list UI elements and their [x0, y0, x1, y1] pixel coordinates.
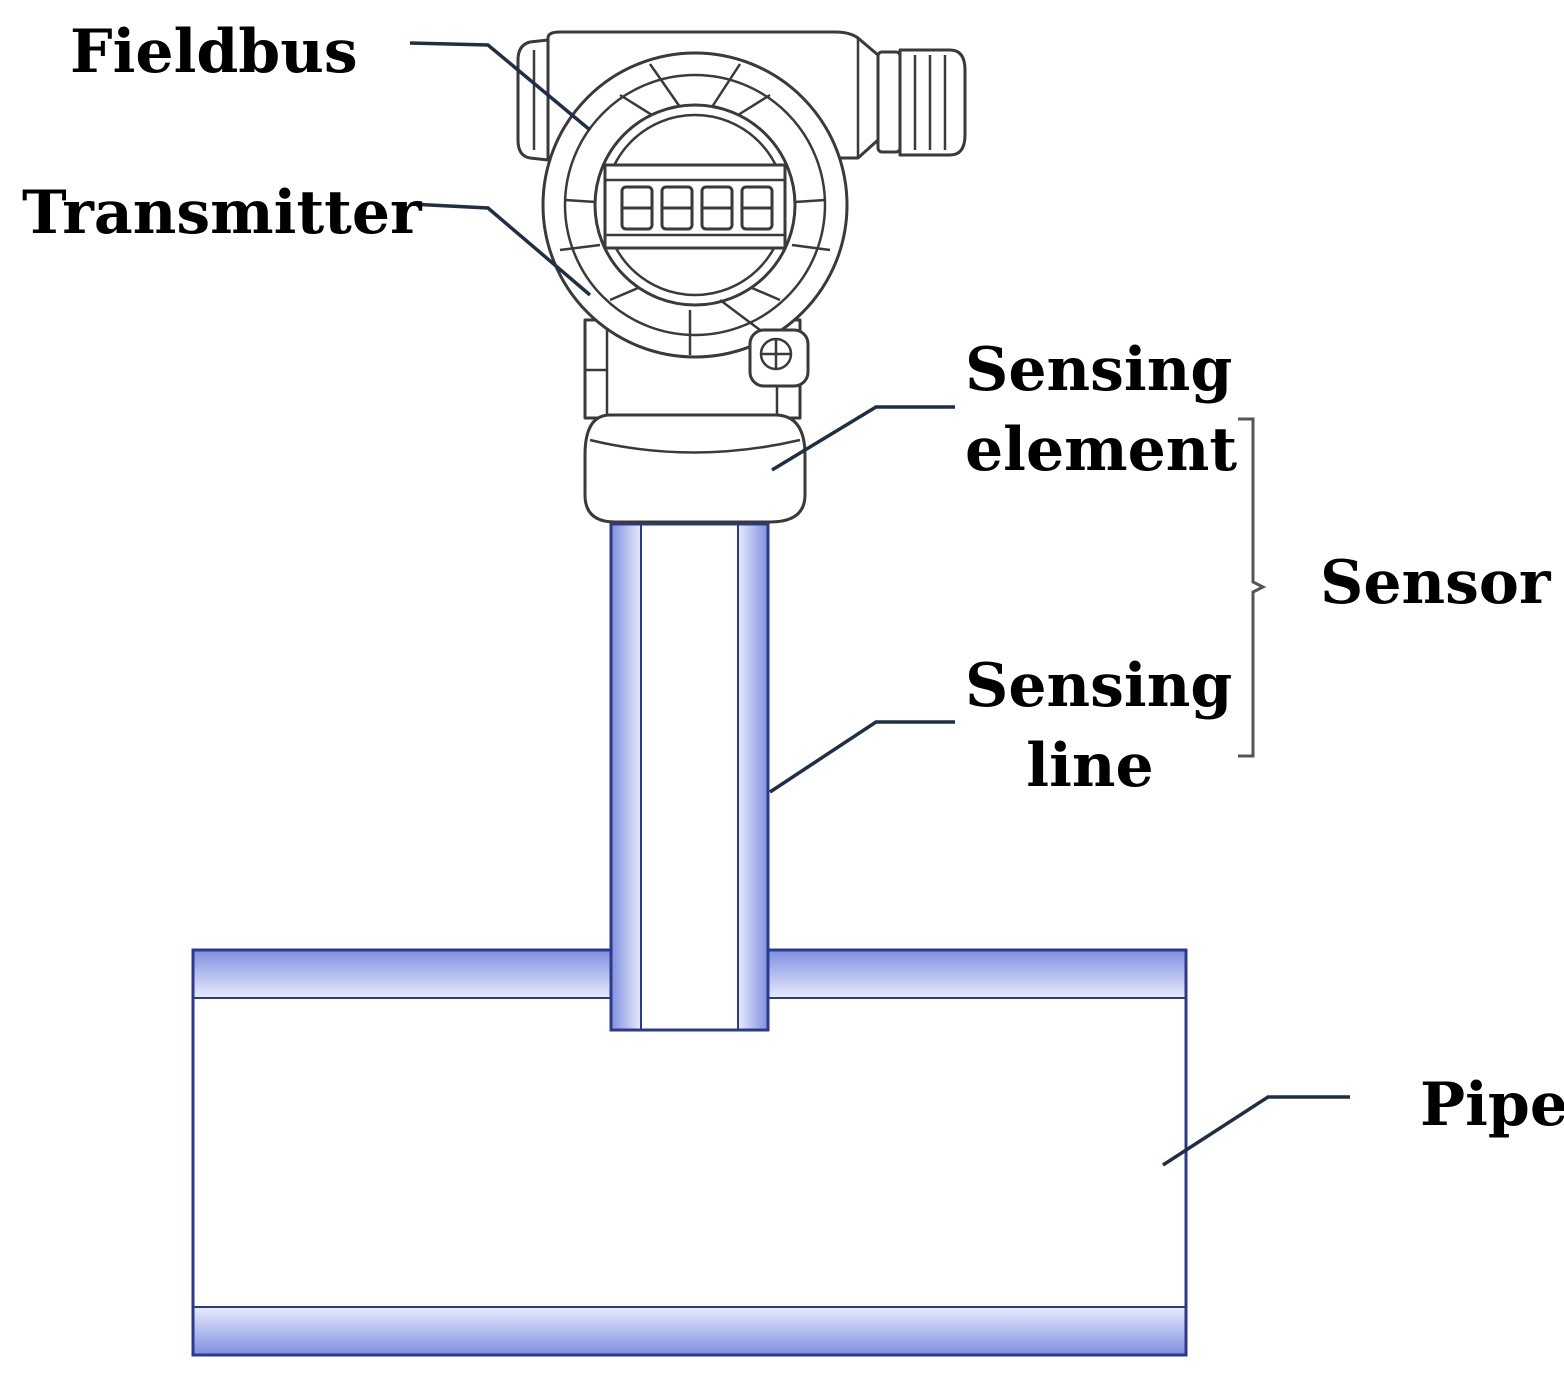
tube-left-wall: [611, 524, 641, 1030]
leader-lines: [409, 41, 1350, 1167]
pipe-top-wall-left: [193, 950, 611, 998]
label-transmitter: Transmitter: [22, 178, 422, 248]
pipe-bottom-wall: [193, 1307, 1186, 1355]
label-sensing-element-line2: element: [965, 415, 1238, 485]
label-sensor: Sensor: [1320, 548, 1551, 618]
leader-transmitter: [409, 202, 592, 297]
label-sensing-element: Sensing element: [965, 335, 1238, 485]
label-fieldbus: Fieldbus: [70, 17, 358, 87]
label-sensing-line-line2: line: [1026, 731, 1154, 801]
leader-fieldbus: [409, 41, 592, 132]
tube-right-wall: [738, 524, 768, 1030]
label-pipe: Pipe: [1420, 1070, 1564, 1140]
leader-sensing-line: [769, 720, 955, 794]
sensing-line-tube: [609, 522, 770, 1032]
digital-display-icon: [620, 185, 774, 231]
label-sensing-line-line1: Sensing: [965, 651, 1233, 721]
transmitter-device: [516, 30, 967, 524]
leader-sensing-element: [771, 405, 955, 472]
sensor-bracket: [1238, 417, 1267, 758]
label-sensing-line: Sensing line: [965, 651, 1233, 801]
label-sensing-element-line1: Sensing: [965, 335, 1233, 405]
pipe-top-wall-right: [768, 950, 1186, 998]
leader-pipe: [1162, 1095, 1350, 1167]
